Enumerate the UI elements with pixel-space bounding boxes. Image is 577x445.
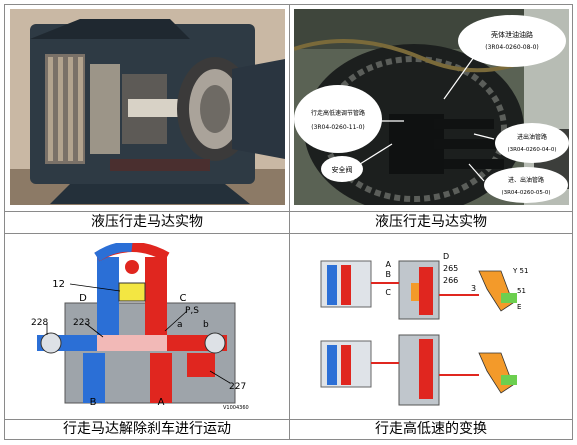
- d2label-51: 51: [517, 287, 526, 295]
- d2label-a: A: [386, 260, 392, 269]
- d2label-y51: Y 51: [512, 267, 528, 275]
- grid-divider-1: [5, 211, 572, 212]
- label-bubble-outlet: [495, 123, 569, 163]
- label-safety-valve: 安全阀: [332, 165, 353, 174]
- image-grid: 壳体泄油油路 (3R04-0260-08-0) 行走高低速调节管路 (3R04-…: [4, 4, 573, 440]
- d2label-c: C: [385, 288, 391, 297]
- dlabel-b-small: b: [203, 320, 209, 330]
- caption-top-left: 液压行走马达实物: [91, 214, 203, 230]
- dlabel-code: V1004360: [223, 405, 249, 411]
- photo-motor-cutaway: [10, 9, 285, 205]
- label-bubble-shell-drain: [458, 15, 566, 67]
- dlabel-228: 228: [31, 318, 48, 328]
- diagram-speed-change: A B C D 265 266 3 Y 51 51 E: [301, 243, 563, 413]
- dlabel-a-small: a: [177, 320, 183, 330]
- d2label-d: D: [443, 252, 449, 261]
- d2label-266: 266: [443, 276, 458, 285]
- d2label-b: B: [386, 270, 392, 279]
- label-speed-valve: 行走高低速调节管路: [311, 109, 365, 117]
- dlabel-12: 12: [52, 279, 65, 290]
- grid-divider-vertical: [289, 5, 290, 439]
- dlabel-b-big: B: [90, 397, 97, 408]
- grid-divider-3: [5, 419, 572, 420]
- dlabel-227: 227: [229, 382, 246, 392]
- label-inlet-code: (3R04-0260-05-0): [501, 190, 550, 196]
- dlabel-223: 223: [73, 318, 90, 328]
- label-inlet: 进、出油管路: [508, 176, 544, 184]
- photo-motor-installed: 壳体泄油油路 (3R04-0260-08-0) 行走高低速调节管路 (3R04-…: [294, 9, 569, 205]
- caption-top-right: 液压行走马达实物: [375, 214, 487, 230]
- label-outlet-code: (3R04-0260-04-0): [507, 147, 556, 153]
- label-outlet: 进出油管路: [517, 133, 547, 141]
- diagram-brake-release: 12 D C P,S 228 223 a b B A 227 V1004360: [25, 243, 275, 413]
- label-speed-valve-code: (3R04-0260-11-0): [311, 124, 365, 131]
- dlabel-c: C: [180, 293, 187, 304]
- d2label-265: 265: [443, 264, 458, 273]
- label-bubble-speed-valve: [294, 85, 382, 153]
- label-shell-drain: 壳体泄油油路: [491, 30, 533, 39]
- label-bubble-safety: [321, 156, 363, 182]
- dlabel-a-big: A: [158, 397, 165, 408]
- label-bubble-inlet: [484, 167, 568, 203]
- label-shell-drain-code: (3R04-0260-08-0): [485, 44, 539, 51]
- caption-bottom-left: 行走马达解除刹车进行运动: [63, 421, 231, 437]
- grid-divider-2: [5, 233, 572, 234]
- dlabel-ps: P,S: [185, 306, 199, 316]
- d2label-3: 3: [471, 284, 476, 293]
- caption-bottom-right: 行走高低速的变换: [375, 421, 487, 437]
- dlabel-d: D: [79, 293, 87, 304]
- d2label-e: E: [517, 303, 521, 311]
